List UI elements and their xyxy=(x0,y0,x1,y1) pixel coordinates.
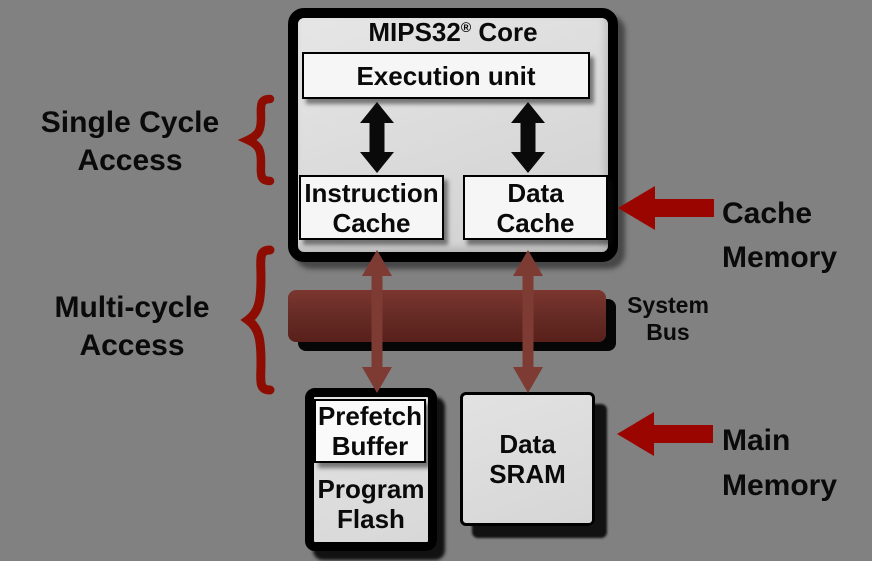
data-sram-line1: Data xyxy=(499,429,556,459)
cache-memory-arrow-icon xyxy=(618,186,714,230)
arrow-shape xyxy=(362,250,392,393)
brace-shape xyxy=(240,245,275,395)
single-cycle-line2: Access xyxy=(77,144,183,177)
mips-core-title: MIPS32® Core xyxy=(288,17,618,48)
single-cycle-brace-icon xyxy=(237,94,275,186)
cache-memory-label: Cache Memory xyxy=(722,192,837,280)
single-cycle-line1: Single Cycle xyxy=(40,106,220,139)
cache-memory-line1: Cache xyxy=(722,197,813,230)
main-memory-label: Main Memory xyxy=(722,418,837,508)
data-cache-box: Data Cache xyxy=(463,175,608,240)
arrow-shape xyxy=(513,250,543,393)
arrow-shape xyxy=(360,102,394,173)
program-flash-line1: Program xyxy=(317,474,425,504)
arrow-shape xyxy=(618,186,714,230)
program-flash-line2: Flash xyxy=(337,504,405,534)
data-cache-line2: Cache xyxy=(496,207,575,238)
prefetch-buffer-line2: Buffer xyxy=(331,431,409,461)
execution-unit-label: Execution unit xyxy=(356,60,536,91)
single-cycle-access-label: Single Cycle Access xyxy=(5,104,255,180)
arrow-shape xyxy=(617,412,713,456)
system-bus-bar xyxy=(288,290,606,342)
instruction-cache-line1: Instruction xyxy=(304,177,439,208)
main-memory-arrow-icon xyxy=(617,412,713,456)
instruction-bus-double-arrow-icon xyxy=(360,102,394,173)
data-sram-line2: SRAM xyxy=(489,459,566,489)
main-memory-line1: Main xyxy=(722,424,791,457)
system-bus-label: System Bus xyxy=(620,292,716,346)
data-bus-double-arrow-icon xyxy=(511,102,545,173)
multi-cycle-line1: Multi-cycle xyxy=(54,291,210,324)
registered-trademark-symbol: ® xyxy=(460,19,472,35)
data-cache-line1: Data xyxy=(507,177,564,208)
program-flash-label: Program Flash xyxy=(305,474,437,534)
mips-core-title-suffix: Core xyxy=(471,17,538,47)
sram-bus-double-arrow-icon xyxy=(513,250,543,393)
system-bus-label-line2: Bus xyxy=(646,319,690,345)
multi-cycle-line2: Access xyxy=(79,329,185,362)
arrow-shape xyxy=(511,102,545,173)
multi-cycle-access-label: Multi-cycle Access xyxy=(7,289,257,365)
mips-core-title-name: MIPS32 xyxy=(368,17,461,47)
data-sram-box: Data SRAM xyxy=(460,392,595,526)
instruction-cache-box: Instruction Cache xyxy=(299,175,444,240)
execution-unit-box: Execution unit xyxy=(302,52,590,99)
instruction-cache-line2: Cache xyxy=(332,207,411,238)
prefetch-buffer-box: Prefetch Buffer xyxy=(314,399,426,463)
main-memory-line2: Memory xyxy=(722,469,838,502)
flash-bus-double-arrow-icon xyxy=(362,250,392,393)
prefetch-buffer-line1: Prefetch xyxy=(317,401,423,431)
brace-shape xyxy=(237,94,275,186)
system-bus-label-line1: System xyxy=(627,292,709,318)
multi-cycle-brace-icon xyxy=(240,245,275,395)
cache-memory-line2: Memory xyxy=(722,241,838,274)
